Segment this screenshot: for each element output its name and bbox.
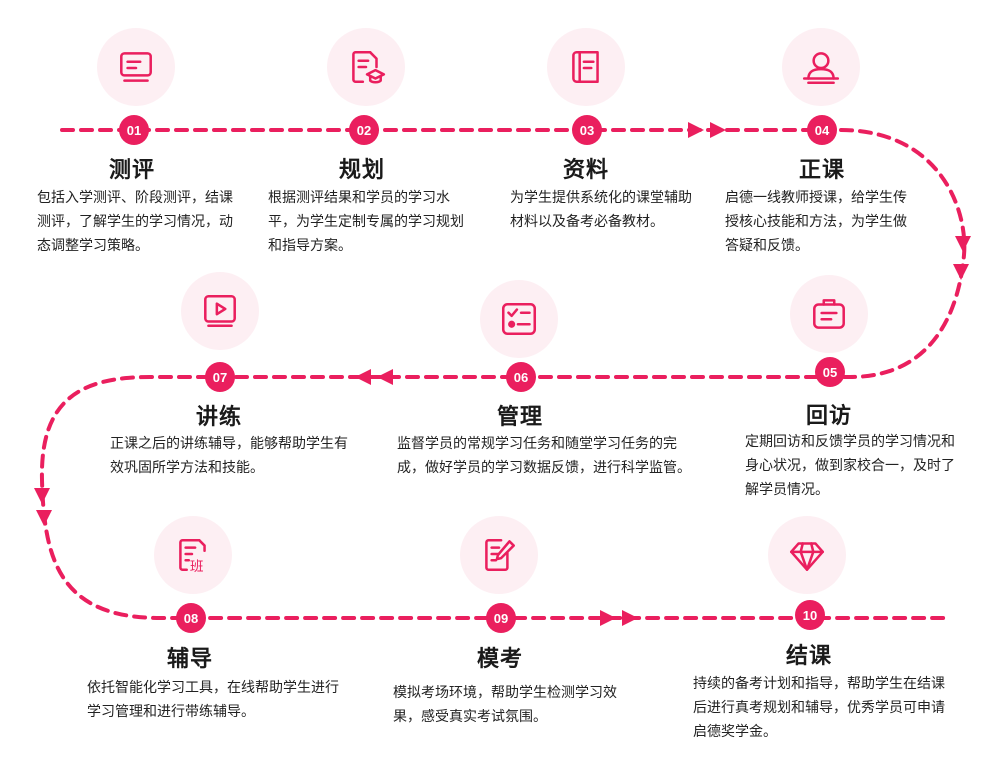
graduation-document-icon [327, 28, 405, 106]
step-title: 回访 [806, 404, 853, 429]
teacher-icon [782, 28, 860, 106]
step-description: 定期回访和反馈学员的学习情况和身心状况，做到家校合一，及时了解学员情况。 [745, 434, 955, 498]
step-description: 启德一线教师授课，给学生传授核心技能和方法，为学生做答疑和反馈。 [725, 190, 907, 254]
step-description: 为学生提供系统化的课堂辅助材料以及备考必备教材。 [510, 190, 692, 230]
arrow-down-3 [34, 488, 50, 504]
class-document-icon: 班 [154, 516, 232, 594]
step-number-badge: 04 [807, 115, 837, 145]
step-description: 模拟考场环境，帮助学生检测学习效果，感受真实考试氛围。 [393, 685, 617, 725]
step-number-badge: 09 [486, 603, 516, 633]
checklist-icon [480, 280, 558, 358]
step-title: 规划 [339, 158, 386, 183]
class-label: 班 [190, 559, 204, 575]
step-number-badge: 10 [795, 600, 825, 630]
monitor-icon [97, 28, 175, 106]
step-number-badge: 01 [119, 115, 149, 145]
diamond-icon [768, 516, 846, 594]
step-title: 辅导 [167, 647, 214, 672]
step-description: 根据测评结果和学员的学习水平，为学生定制专属的学习规划和指导方案。 [268, 190, 464, 254]
step-number-badge: 03 [572, 115, 602, 145]
arrow-down-1 [955, 236, 971, 252]
exam-edit-icon [460, 516, 538, 594]
flow-dashed-line [39, 128, 967, 620]
video-play-icon [181, 272, 259, 350]
step-title: 模考 [477, 647, 524, 672]
arrows [34, 122, 971, 626]
step-title: 讲练 [196, 405, 243, 430]
step-title: 结课 [786, 644, 833, 669]
step-number-badge: 08 [176, 603, 206, 633]
arrow-right-1 [688, 122, 704, 138]
step-number-badge: 02 [349, 115, 379, 145]
book-icon [547, 28, 625, 106]
arrow-right-3 [600, 610, 616, 626]
step-description: 监督学员的常规学习任务和随堂学习任务的完成，做好学员的学习数据反馈，进行科学监管… [397, 436, 691, 476]
step-description: 包括入学测评、阶段测评，结课测评，了解学生的学习情况，动态调整学习策略。 [37, 190, 233, 254]
step-number-badge: 05 [815, 357, 845, 387]
step-description: 持续的备考计划和指导，帮助学生在结课后进行真考规划和辅导，优秀学员可申请启德奖学… [693, 676, 945, 740]
arrow-left-1 [355, 369, 371, 385]
arrow-right-4 [622, 610, 638, 626]
arrow-down-2 [953, 264, 969, 280]
step-description: 依托智能化学习工具，在线帮助学生进行学习管理和进行带练辅导。 [87, 680, 339, 720]
step-title: 管理 [497, 405, 544, 430]
step-title: 测评 [109, 158, 156, 183]
arrow-left-2 [377, 369, 393, 385]
step-number-badge: 06 [506, 362, 536, 392]
step-number-badge: 07 [205, 362, 235, 392]
step-title: 正课 [799, 158, 846, 183]
step-description: 正课之后的讲练辅导，能够帮助学生有效巩固所学方法和技能。 [110, 436, 348, 476]
step-title: 资料 [563, 158, 610, 183]
arrow-right-2 [710, 122, 726, 138]
briefcase-icon [790, 275, 868, 353]
arrow-down-4 [36, 510, 52, 526]
